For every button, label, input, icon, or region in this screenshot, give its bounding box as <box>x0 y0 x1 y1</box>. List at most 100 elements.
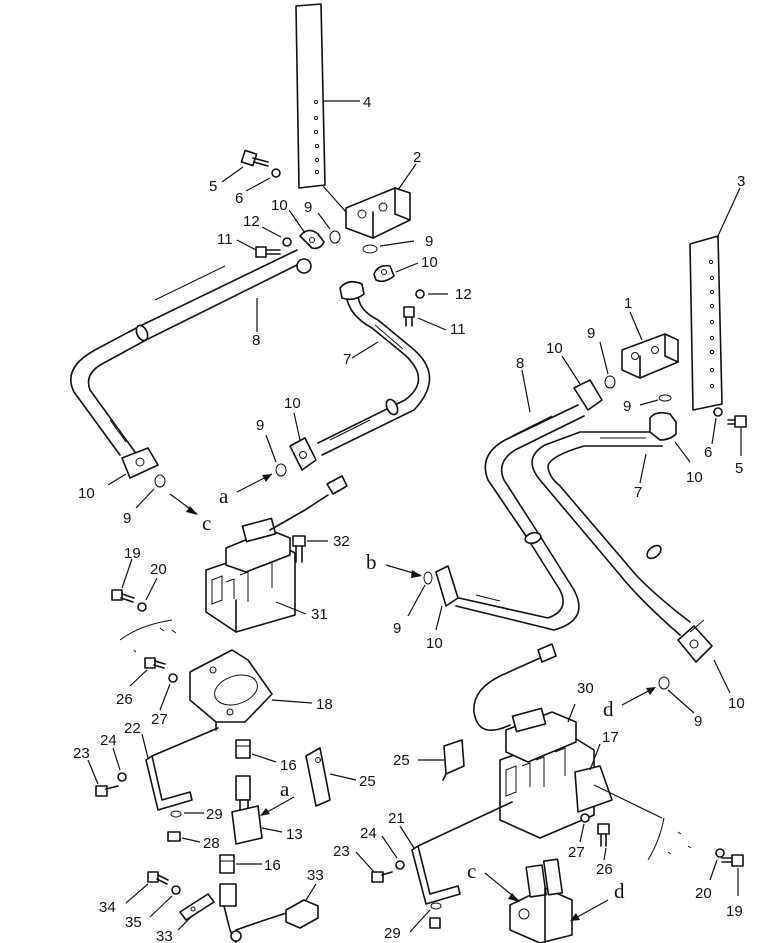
callout-28: 28 <box>203 835 220 852</box>
arrow-c-lower <box>484 872 520 902</box>
callout-34: 34 <box>99 899 116 916</box>
bolt-5-right <box>727 415 747 428</box>
callout-30: 30 <box>577 680 594 697</box>
washer-12-left <box>282 237 292 247</box>
bracket-25-right <box>442 739 465 781</box>
washer-20-right <box>715 848 725 858</box>
callout-10-c: 10 <box>284 395 301 412</box>
callout-8-right: 8 <box>516 355 524 372</box>
callout-18: 18 <box>316 696 333 713</box>
callout-7-right: 7 <box>634 484 642 501</box>
o-ring-9-c <box>275 463 287 477</box>
o-ring-9-a <box>329 230 341 244</box>
callout-16-lower: 16 <box>264 857 281 874</box>
callout-20-right: 20 <box>695 885 712 902</box>
o-ring-29-right <box>430 902 442 910</box>
washer-35 <box>171 885 181 895</box>
angle-bracket-22 <box>145 727 219 811</box>
callout-10-e: 10 <box>546 340 563 357</box>
callout-1: 1 <box>624 295 632 312</box>
flange-block-2 <box>345 187 411 239</box>
bolt-26-right <box>597 823 610 847</box>
washer-27-left <box>168 673 178 683</box>
hose-8-right <box>435 379 603 631</box>
callout-9-e: 9 <box>587 325 595 342</box>
arrow-letter-a-upper: a <box>219 484 229 508</box>
arrow-a-lower <box>260 796 295 816</box>
callout-5-right: 5 <box>735 460 743 477</box>
washer-6-left <box>271 168 281 178</box>
washer-12-right <box>415 289 425 299</box>
callout-33-right: 33 <box>307 867 324 884</box>
plug-bottom-right <box>429 917 441 929</box>
callout-33-left: 33 <box>156 928 173 943</box>
callout-23-right: 23 <box>333 843 350 860</box>
fitting-16-lower <box>219 854 235 874</box>
callout-5-left: 5 <box>209 178 217 195</box>
hose-fitting-8 <box>296 258 312 274</box>
arrow-letter-a-lower: a <box>280 777 290 801</box>
bolt-19-right <box>721 854 744 867</box>
clip-33-right <box>285 899 319 929</box>
callout-32: 32 <box>333 533 350 550</box>
bolt-26-left <box>144 657 166 669</box>
callout-9-a: 9 <box>304 199 312 216</box>
washer-20-left <box>137 602 147 612</box>
fitting-16-upper <box>235 739 251 759</box>
solenoid-valve-30 <box>473 643 613 839</box>
frame-edge-left <box>119 619 173 641</box>
callout-6-left: 6 <box>235 190 243 207</box>
o-ring-9-f <box>658 394 672 402</box>
arrow-letter-c-lower: c <box>467 859 476 883</box>
callout-10-f: 10 <box>686 469 703 486</box>
callout-7-left: 7 <box>343 351 351 368</box>
bolt-23-left <box>95 785 119 797</box>
plug-28 <box>167 831 181 842</box>
callout-23-left: 23 <box>73 745 90 762</box>
callout-10-a: 10 <box>271 197 288 214</box>
arrow-b <box>385 564 422 578</box>
callout-26-right: 26 <box>596 861 613 878</box>
frame-edge-right <box>647 817 665 861</box>
callout-22: 22 <box>124 720 141 737</box>
hose-8-left <box>70 249 304 479</box>
arrow-d-lower <box>570 899 609 921</box>
flange-10-c <box>289 437 317 471</box>
mounting-bracket-18 <box>189 649 273 731</box>
o-ring-9-g <box>423 571 433 585</box>
callout-4: 4 <box>363 94 371 111</box>
flange-block-1 <box>621 333 679 379</box>
o-ring-9-h <box>658 676 670 690</box>
callout-10-h: 10 <box>728 695 745 712</box>
washer-24-left <box>117 772 127 782</box>
bolt-32 <box>292 535 306 563</box>
callout-9-g: 9 <box>393 620 401 637</box>
callout-6-right: 6 <box>704 444 712 461</box>
callout-31: 31 <box>311 606 328 623</box>
bracket-plate-4 <box>295 3 326 189</box>
callout-21: 21 <box>388 810 405 827</box>
callout-11-left: 11 <box>217 231 233 248</box>
arrow-d-right <box>621 687 656 706</box>
split-flange-10-a <box>299 229 325 250</box>
callout-3: 3 <box>737 173 745 190</box>
callout-16-upper: 16 <box>280 757 297 774</box>
cylinder-13 <box>231 775 263 845</box>
callout-12-left: 12 <box>243 213 260 230</box>
bolt-23-right <box>371 871 393 883</box>
callout-25-left: 25 <box>359 773 376 790</box>
callout-10-g: 10 <box>426 635 443 652</box>
washer-24-right <box>395 860 405 870</box>
callout-17: 17 <box>602 729 619 746</box>
hose-7-right <box>531 411 713 663</box>
arrow-letter-d-right: d <box>603 697 614 721</box>
callout-8-left: 8 <box>252 332 260 349</box>
callout-12-right: 12 <box>455 286 472 303</box>
callout-11-right: 11 <box>450 321 466 338</box>
callout-9-d: 9 <box>123 510 131 527</box>
callout-24-right: 24 <box>360 825 377 842</box>
washer-27-right <box>580 813 590 823</box>
arrow-letter-b: b <box>366 550 377 574</box>
manifold-bottom-center <box>509 858 573 943</box>
plate-33-left <box>179 893 215 921</box>
